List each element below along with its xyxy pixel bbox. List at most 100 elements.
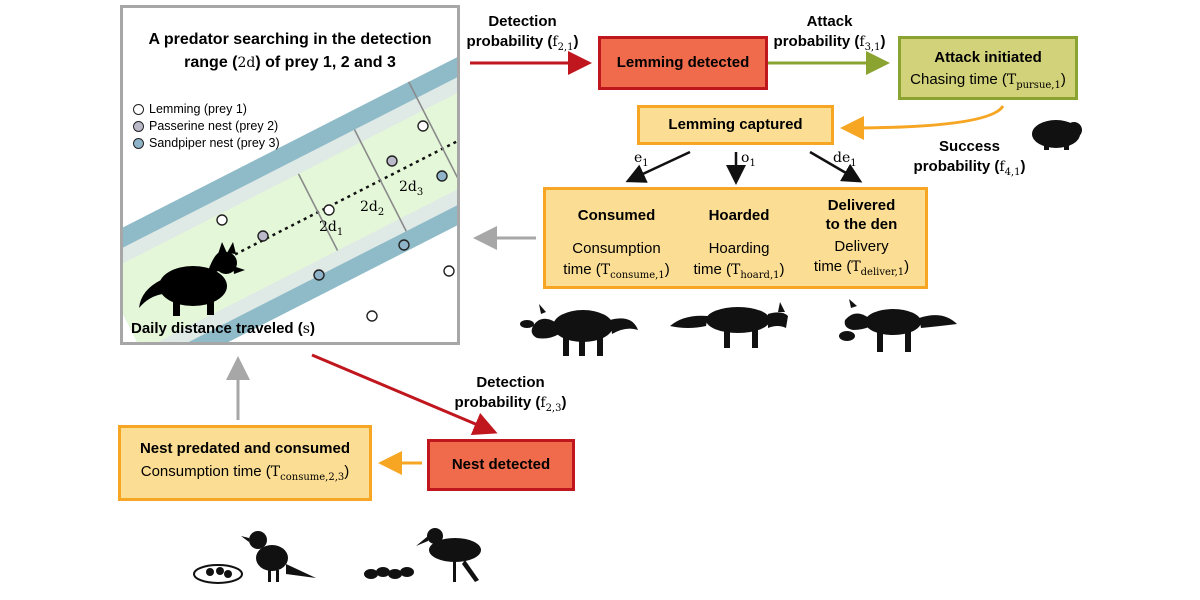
node-delivered-line1: Delivery: [834, 237, 889, 255]
node-delivered-sub: deliver,1: [860, 267, 905, 279]
label-branch-de-sub: 1: [850, 157, 857, 169]
passerine-and-nest-silhouette: [193, 531, 316, 584]
node-delivered-title1: Delivered: [827, 197, 896, 214]
node-hoarded-line2-text: time (: [693, 260, 732, 278]
arctic-fox-silhouette: [139, 242, 245, 316]
lemming-dot: [443, 265, 455, 277]
label-attack-line2: probability (: [773, 32, 860, 50]
legend-item-passerine: Passerine nest (prey 2): [133, 119, 278, 133]
distance-label-close: ): [309, 320, 315, 337]
range-line-d2: [353, 129, 407, 232]
range-label-d3-text: 2d: [399, 179, 417, 195]
range-label-d3: 2d3: [399, 179, 423, 198]
node-consumed-line2: time (Tconsume,1): [554, 261, 679, 283]
node-lemming-detected: Lemming detected: [598, 36, 768, 90]
detection-range-graphic: [123, 54, 457, 342]
node-lemming-fate: Consumed Consumption time (Tconsume,1) H…: [543, 187, 928, 289]
node-consumed-line1: Consumption: [572, 239, 661, 257]
passerine-legend-icon: [133, 120, 144, 132]
node-lemming-captured-label: Lemming captured: [668, 116, 803, 133]
node-consumed-math: T: [600, 261, 611, 278]
label-attack-close: ): [880, 32, 886, 50]
lemming-dot: [417, 120, 429, 132]
arrow-branch-consumed: [625, 150, 691, 183]
label-success-math: f: [999, 158, 1005, 175]
label-success-sub: 4,1: [1004, 166, 1021, 178]
label-success-close: ): [1020, 157, 1026, 175]
panel-title-line2-post: ) of prey 1, 2 and 3: [255, 54, 396, 72]
node-delivered-line2-text: time (: [813, 258, 852, 276]
label-branch-e: e1: [634, 150, 649, 169]
node-delivered: Delivered to the den Delivery time (Tdel…: [799, 197, 924, 280]
range-line-d3: [407, 81, 457, 216]
range-label-d1-sub: 1: [336, 226, 344, 238]
legend-label-lemming: Lemming (prey 1): [149, 102, 247, 116]
label-attack-math: f: [859, 33, 865, 50]
distance-label-math: s: [302, 321, 310, 337]
label-detection-lemming-math: f: [552, 33, 558, 50]
panel-title-math: 2d: [237, 55, 256, 72]
node-hoarded-title: Hoarded: [708, 207, 770, 224]
sandpiper-dot: [398, 239, 410, 251]
lemming-legend-icon: [133, 103, 144, 115]
search-panel: A predator searching in the detection ra…: [120, 5, 460, 345]
label-branch-o-sub: 1: [749, 157, 756, 169]
node-attack-initiated-text-label: Chasing time (: [910, 70, 1007, 88]
node-hoarded-sub: hoard,1: [740, 269, 780, 281]
range-label-d2: 2d2: [360, 199, 384, 218]
arrow-branch-delivered: [809, 150, 863, 183]
label-attack-line1: Attack: [806, 13, 853, 30]
node-lemming-detected-label: Lemming detected: [616, 54, 750, 71]
distance-label-text: Daily distance traveled (: [131, 320, 303, 337]
node-attack-initiated-close: ): [1060, 70, 1066, 88]
node-nest-predated-math: T: [270, 463, 281, 480]
node-consumed-title: Consumed: [577, 207, 656, 224]
node-delivered-close: ): [904, 258, 910, 276]
range-label-d1: 2d1: [319, 219, 343, 238]
lemming-dot: [323, 204, 335, 216]
distance-label: Daily distance traveled (s): [131, 320, 315, 337]
label-detection-nest-close: ): [561, 393, 567, 411]
node-nest-predated-close: ): [344, 462, 350, 480]
node-delivered-line2: time (Tdeliver,1): [799, 258, 924, 280]
node-hoarded-line1: Hoarding: [708, 239, 770, 257]
label-detection-lemming: Detection probability (f2,1): [455, 12, 590, 54]
label-detection-lemming-close: ): [573, 32, 579, 50]
sandpiper-dot: [436, 170, 448, 182]
arrow-detection-nest: [311, 353, 498, 436]
legend-label-sandpiper: Sandpiper nest (prey 3): [149, 136, 280, 150]
label-success-line1: Success: [939, 138, 1000, 155]
label-success: Success probability (f4,1): [902, 137, 1037, 179]
range-label-d3-sub: 3: [416, 186, 424, 198]
node-hoarded: Hoarded Hoarding time (Thoard,1): [679, 207, 799, 282]
label-branch-o-text: o: [741, 150, 750, 166]
label-detection-nest: Detection probability (f2,3): [443, 373, 578, 415]
lemming-silhouette: [1032, 120, 1082, 150]
label-detection-lemming-line1: Detection: [488, 13, 557, 30]
label-detection-lemming-sub: 2,1: [557, 41, 574, 53]
lemming-dot: [216, 214, 228, 226]
label-detection-nest-line1: Detection: [476, 374, 545, 391]
node-lemming-captured: Lemming captured: [637, 105, 834, 145]
node-hoarded-line2: time (Thoard,1): [679, 261, 799, 283]
fox-hoarding-silhouette: [670, 302, 788, 348]
panel-title: A predator searching in the detection ra…: [123, 28, 457, 74]
lemming-dot: [366, 310, 378, 322]
node-attack-initiated: Attack initiated Chasing time (Tpursue,1…: [898, 36, 1078, 100]
legend-item-lemming: Lemming (prey 1): [133, 102, 247, 116]
label-branch-o: o1: [741, 150, 756, 169]
label-branch-e-text: e: [634, 150, 643, 166]
label-branch-de-text: de: [833, 150, 851, 166]
label-branch-de: de1: [833, 150, 857, 169]
node-attack-initiated-sub: pursue,1: [1016, 79, 1061, 91]
range-line-d1: [297, 173, 339, 251]
node-attack-initiated-title: Attack initiated: [934, 49, 1042, 66]
fox-eating-silhouette: [520, 304, 638, 356]
node-consumed-line2-text: time (: [563, 260, 601, 278]
node-attack-initiated-math: T: [1006, 71, 1017, 88]
label-branch-e-sub: 1: [642, 157, 649, 169]
panel-title-line2-pre: range (: [184, 54, 238, 72]
node-nest-predated: Nest predated and consumed Consumption t…: [118, 425, 372, 501]
